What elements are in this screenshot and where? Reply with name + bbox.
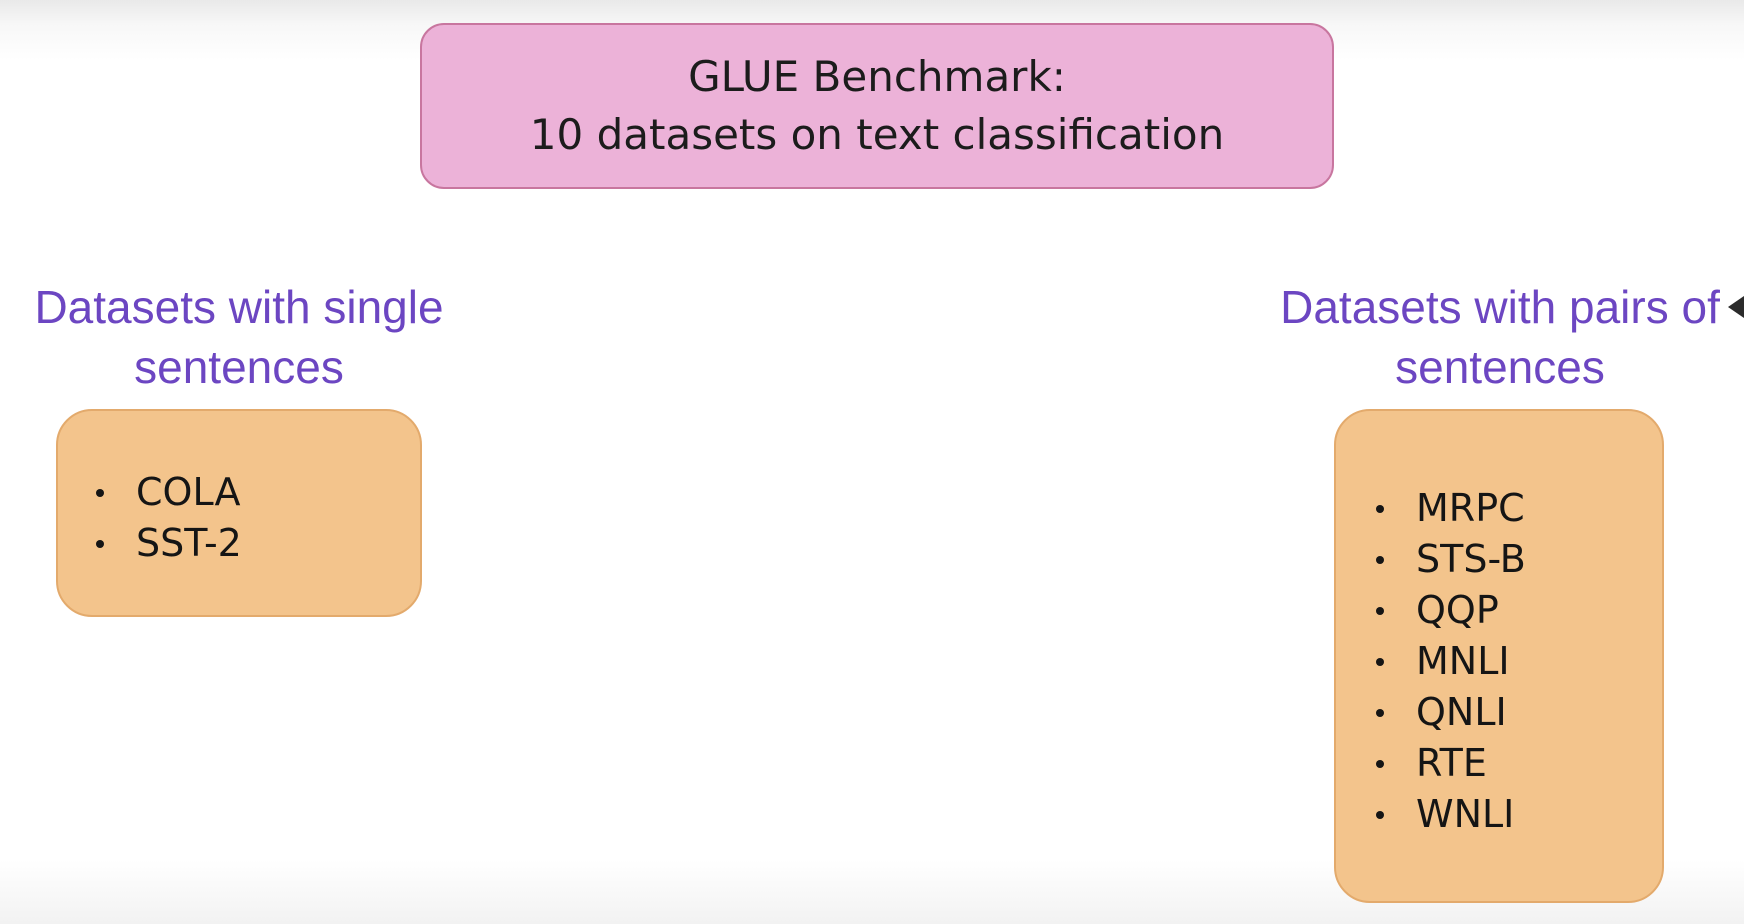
list-item: WNLI [1376,789,1526,840]
bullet-icon [96,488,104,497]
list-item: MNLI [1376,636,1526,687]
sentence-pairs-heading: Datasets with pairs of sentences [1240,277,1744,397]
mouse-pointer-icon [1728,296,1744,318]
dataset-name: COLA [136,470,241,514]
title-box: GLUE Benchmark: 10 datasets on text clas… [420,23,1334,189]
dataset-name: QQP [1416,588,1499,632]
title-line-2: 10 datasets on text classification [529,110,1225,159]
single-heading-line-2: sentences [134,341,344,393]
list-item: STS-B [1376,534,1526,585]
sentence-pairs-datasets-card: MRPC STS-B QQP MNLI QNLI RTE WNLI [1334,409,1664,903]
list-item: COLA [96,467,242,518]
list-item: RTE [1376,738,1526,789]
single-sentence-list: COLA SST-2 [96,467,242,569]
bullet-icon [1376,606,1384,615]
list-item: QNLI [1376,687,1526,738]
title-line-1: GLUE Benchmark: [688,52,1066,101]
dataset-name: WNLI [1416,792,1515,836]
single-sentence-datasets-card: COLA SST-2 [56,409,422,617]
bullet-icon [1376,810,1384,819]
dataset-name: MNLI [1416,639,1510,683]
bullet-icon [1376,759,1384,768]
dataset-name: RTE [1416,741,1487,785]
list-item: SST-2 [96,518,242,569]
dataset-name: STS-B [1416,537,1526,581]
dataset-name: SST-2 [136,521,242,565]
list-item: MRPC [1376,483,1526,534]
list-item: QQP [1376,585,1526,636]
dataset-name: QNLI [1416,690,1507,734]
single-heading-line-1: Datasets with single [34,281,444,333]
pairs-heading-line-1: Datasets with pairs of [1280,281,1720,333]
bullet-icon [1376,657,1384,666]
bullet-icon [1376,708,1384,717]
pairs-heading-line-2: sentences [1395,341,1605,393]
sentence-pairs-list: MRPC STS-B QQP MNLI QNLI RTE WNLI [1376,483,1526,840]
single-sentence-heading: Datasets with single sentences [0,277,478,397]
bullet-icon [96,539,104,548]
bullet-icon [1376,555,1384,564]
bullet-icon [1376,504,1384,513]
dataset-name: MRPC [1416,486,1525,530]
